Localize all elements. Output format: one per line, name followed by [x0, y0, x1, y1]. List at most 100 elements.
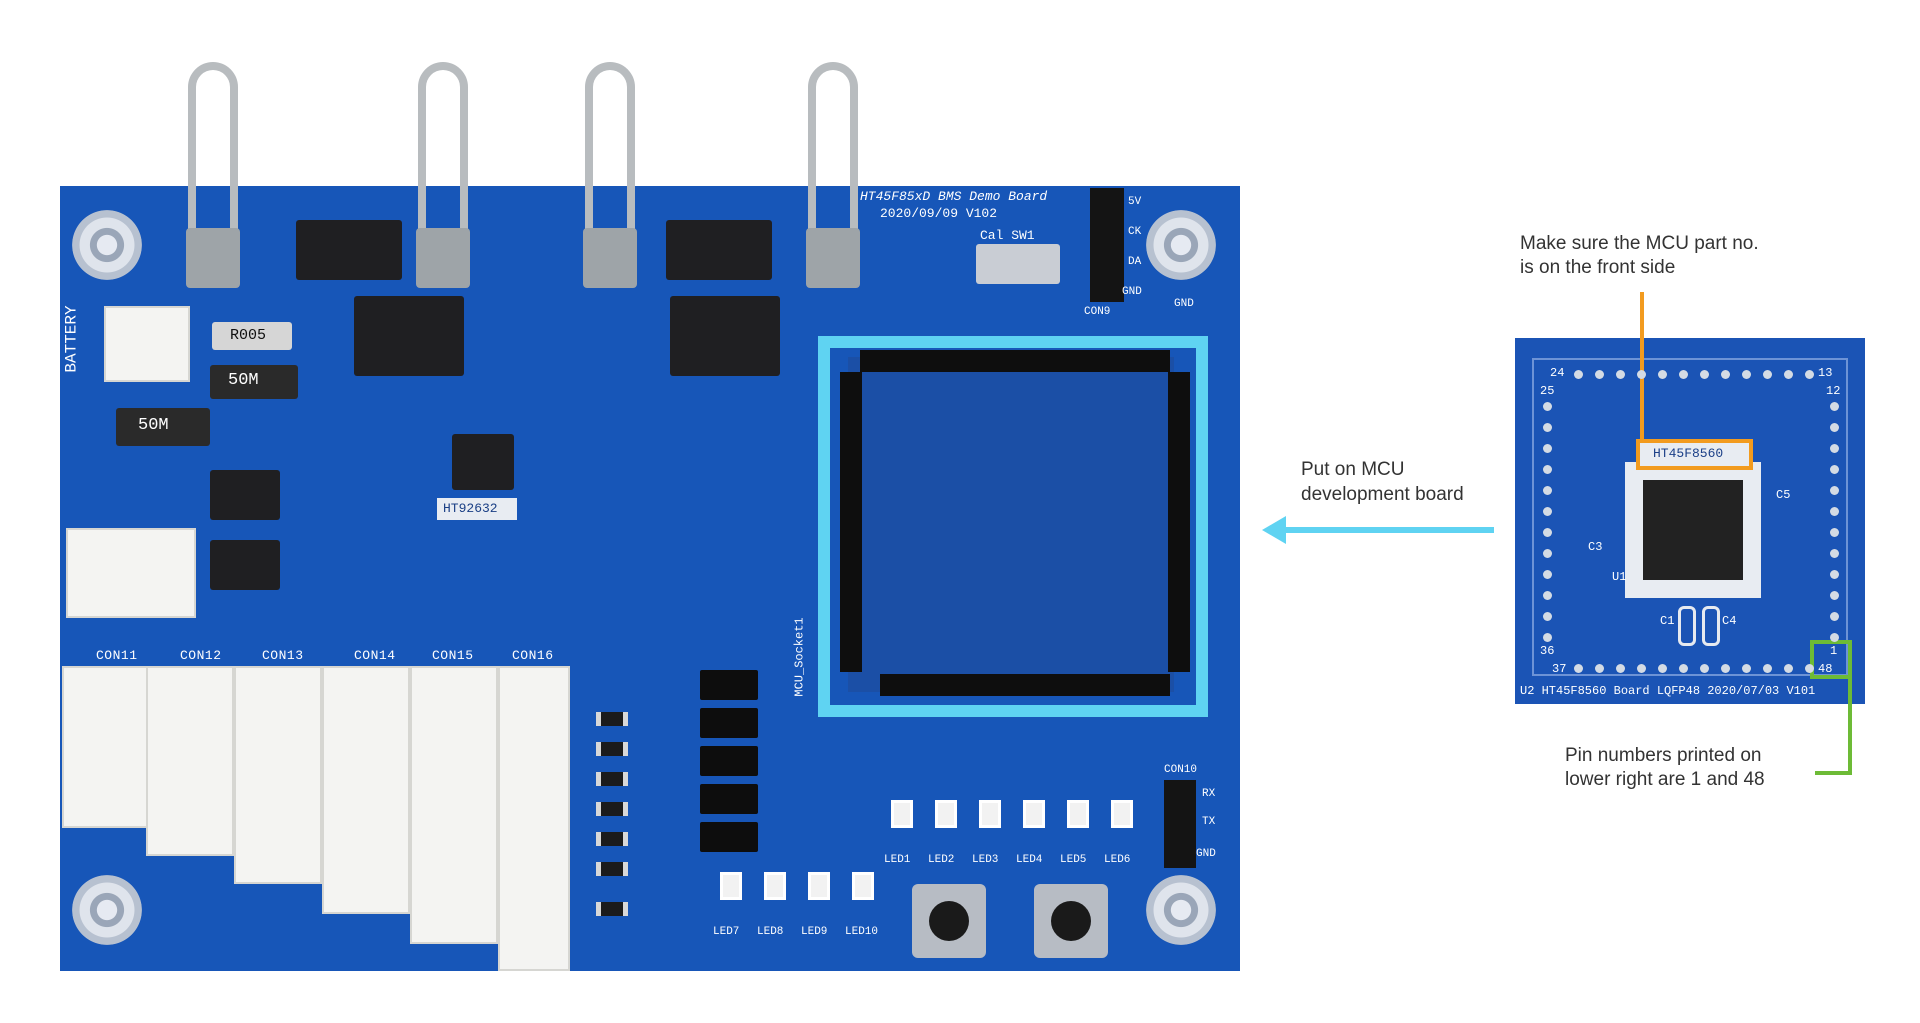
jumper-con6[interactable]	[700, 670, 758, 700]
header-pin-ck: CK	[1128, 226, 1142, 238]
arrow-left-icon	[1262, 516, 1286, 544]
socket-pin-col-right	[1168, 372, 1190, 672]
jumper-con4[interactable]	[700, 746, 758, 776]
adapter-footer: U2 HT45F8560 Board LQFP48 2020/07/03 V10…	[1520, 684, 1816, 698]
led-4-label: LED4	[1016, 854, 1043, 866]
adapter-pad-30	[1543, 528, 1552, 537]
comp-label-c1: C1	[1660, 614, 1675, 628]
adapter-pad-7	[1721, 370, 1730, 379]
battery-clip-2	[418, 62, 468, 247]
ic-u2-text: HT92632	[443, 501, 498, 516]
adapter-pad-46	[1830, 612, 1839, 621]
mounting-bolt-bottom-right	[1146, 875, 1216, 945]
jumper-con5[interactable]	[700, 708, 758, 738]
capacitor-c4	[1702, 606, 1720, 646]
uart-pin-tx: TX	[1202, 816, 1216, 828]
50m-label-1: 50M	[228, 371, 259, 390]
battery-clip-base-4	[806, 228, 860, 288]
led-6-label: LED6	[1104, 854, 1131, 866]
adapter-pad-38	[1830, 444, 1839, 453]
adapter-pad-33	[1543, 591, 1552, 600]
led-1	[891, 800, 913, 828]
adapter-pad-22	[1784, 664, 1793, 673]
adapter-pad-27	[1543, 465, 1552, 474]
led-2	[935, 800, 957, 828]
pin-label-48: 48	[1818, 662, 1833, 676]
adapter-pad-43	[1830, 549, 1839, 558]
resistor-r55	[596, 712, 628, 726]
adapter-pad-32	[1543, 570, 1552, 579]
socket-pin-col-left	[840, 372, 862, 672]
battery-clip-base-1	[186, 228, 240, 288]
led-8-label: LED8	[757, 926, 784, 938]
connector-con12	[146, 666, 234, 856]
diode-d6	[296, 220, 402, 280]
led-2-label: LED2	[928, 854, 955, 866]
put-on-note-line-1: Put on MCU	[1301, 459, 1405, 480]
part-number-highlight	[1636, 439, 1753, 470]
pin-label-24: 24	[1550, 366, 1565, 380]
led-9-label: LED9	[801, 926, 828, 938]
adapter-pad-31	[1543, 549, 1552, 558]
header-con10	[1164, 780, 1196, 868]
led-9	[808, 872, 830, 900]
capacitor-c1	[1678, 606, 1696, 646]
mcu-socket-area	[848, 357, 1174, 692]
resistor-r54	[596, 742, 628, 756]
mosfet-q4	[354, 296, 464, 376]
orange-pointer-line	[1640, 292, 1644, 440]
battery-label: BATTERY	[62, 305, 81, 373]
led-3	[979, 800, 1001, 828]
led-10-label: LED10	[845, 926, 879, 938]
pin-label-13: 13	[1818, 366, 1833, 380]
adapter-pad-41	[1830, 507, 1839, 516]
adapter-pad-19	[1721, 664, 1730, 673]
mounting-bolt-top-left	[72, 210, 142, 280]
shunt-resistor-50m-2: 50M	[116, 408, 210, 446]
jumper-con2[interactable]	[700, 822, 758, 852]
adapter-pad-34	[1543, 612, 1552, 621]
pin-label-1: 1	[1830, 644, 1838, 658]
adapter-pad-3	[1637, 370, 1646, 379]
adapter-pad-12	[1574, 664, 1583, 673]
led-5-label: LED5	[1060, 854, 1087, 866]
battery-clip-3	[585, 62, 635, 247]
push-button-2[interactable]	[1034, 884, 1108, 958]
board-date: 2020/09/09 V102	[880, 206, 998, 221]
resistor-r6	[596, 862, 628, 876]
charger-connector	[66, 528, 196, 618]
adapter-pad-47	[1830, 633, 1839, 642]
resistor-r43	[596, 802, 628, 816]
adapter-pad-26	[1543, 444, 1552, 453]
mounting-bolt-bottom-left	[72, 875, 142, 945]
pin-label-37: 37	[1552, 662, 1567, 676]
pin-number-highlight	[1810, 640, 1852, 679]
push-button-1[interactable]	[912, 884, 986, 958]
adapter-pad-4	[1658, 370, 1667, 379]
adapter-pad-15	[1637, 664, 1646, 673]
adapter-pad-36	[1830, 402, 1839, 411]
adapter-pad-44	[1830, 570, 1839, 579]
cal-switch[interactable]	[976, 244, 1060, 284]
uart-pin-rx: RX	[1202, 788, 1216, 800]
resistor-r44	[596, 772, 628, 786]
adapter-pad-9	[1763, 370, 1772, 379]
adapter-pad-1	[1595, 370, 1604, 379]
jumper-con3[interactable]	[700, 784, 758, 814]
adapter-pad-5	[1679, 370, 1688, 379]
led-6	[1111, 800, 1133, 828]
led-7	[720, 872, 742, 900]
battery-connector	[104, 306, 190, 382]
shunt-resistor-50m-1: 50M	[210, 365, 298, 399]
adapter-pad-11	[1805, 370, 1814, 379]
pin-note-line-2: lower right are 1 and 48	[1565, 769, 1765, 790]
put-on-note-line-2: development board	[1301, 484, 1464, 505]
cal-switch-label: Cal SW1	[980, 228, 1035, 243]
ic-q3	[210, 470, 280, 520]
arrow-line	[1282, 527, 1494, 533]
led-8	[764, 872, 786, 900]
con12-label: CON12	[180, 648, 222, 663]
mosfet-q8	[670, 296, 780, 376]
pin-note-line-1: Pin numbers printed on	[1565, 745, 1762, 766]
adapter-pad-2	[1616, 370, 1625, 379]
